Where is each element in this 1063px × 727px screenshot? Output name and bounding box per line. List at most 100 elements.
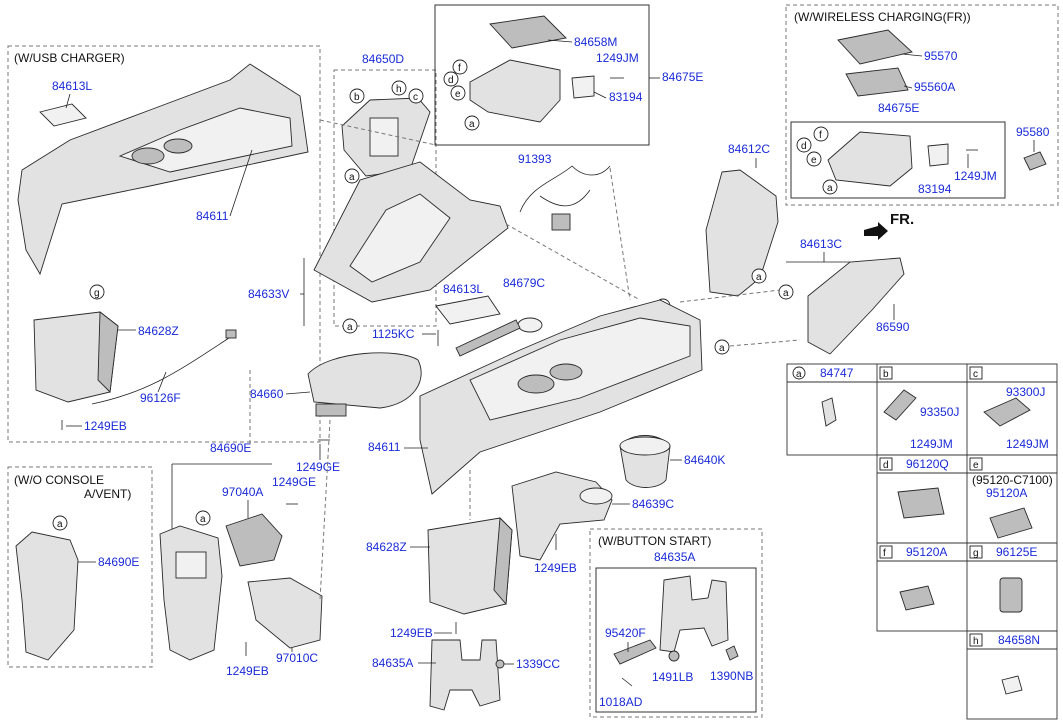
callout-a-wireless: [822, 179, 838, 195]
label-1249EB-usb: 1249EB: [84, 419, 127, 433]
cupholder-usb-2: [163, 138, 193, 154]
callout-a-vent-label: a: [200, 514, 206, 525]
panel-84690E-vent: [159, 525, 223, 661]
legend-c-part-2: 1249JM: [1006, 437, 1049, 451]
legend-h-part-1: 84658N: [998, 633, 1040, 647]
label-84613C: 84613C: [800, 237, 842, 251]
label-84613L-usb: 84613L: [52, 79, 92, 93]
label-84611-main: 84611: [368, 440, 401, 454]
label-84613L-main: 84613L: [443, 282, 483, 296]
legend-g-letter: g: [973, 548, 979, 559]
shift-bezel-84650D-slot: [369, 117, 399, 157]
console-cover-84633V-inner: [349, 193, 451, 283]
label-1249EB-main: 1249EB: [534, 561, 577, 575]
callout-f-wireless-label: f: [819, 130, 822, 141]
legend-e-part-1: (95120-C7100): [972, 473, 1053, 487]
callout-a-main-2-label: a: [719, 343, 725, 354]
legend-table: [786, 363, 1058, 720]
wireless-charging-header: (W/WIRELESS CHARGING(FR)): [794, 10, 971, 24]
lead-84613L-usb: [65, 93, 71, 109]
button-start-header: (W/BUTTON START): [598, 534, 711, 548]
callout-a-tray: [464, 115, 480, 131]
lead-95560A: [903, 85, 913, 89]
legend-b-letter: b: [883, 369, 889, 380]
label-1249GE-main: 1249GE: [296, 460, 340, 474]
button-start-inner-box: [595, 567, 757, 713]
legend-e-badge: [969, 457, 983, 471]
label-84650D: 84650D: [362, 52, 404, 66]
label-1249JM-wireless: 1249JM: [954, 169, 997, 183]
callout-a-84612C-label: a: [756, 272, 762, 283]
label-86590: 86590: [876, 320, 910, 334]
cup-84640K-rim: [619, 436, 671, 456]
legend-a-letter: a: [796, 369, 802, 380]
lead-84611-usb: [229, 149, 253, 217]
callout-a-console-1-label: a: [349, 172, 355, 183]
strip-84679C: [455, 319, 521, 357]
panel-84690E-wo-console: [15, 531, 79, 661]
callout-a-wo-console: [52, 515, 68, 531]
label-1249EB-vent: 1249EB: [226, 664, 269, 678]
cupholder-usb-1: [131, 147, 165, 165]
front-arrow-icon: [864, 222, 888, 240]
callout-e-tray-label: e: [455, 89, 461, 100]
label-84690E-wo-console: 84690E: [98, 555, 139, 569]
callout-a-wireless-label: a: [827, 183, 833, 194]
label-84635A-main: 84635A: [372, 656, 413, 670]
bracket-83194-wireless: [927, 143, 949, 167]
label-84660: 84660: [250, 387, 284, 401]
pad-84613L-usb: [39, 103, 87, 127]
label-95580: 95580: [1016, 125, 1050, 139]
label-91393: 91393: [518, 152, 552, 166]
label-95570: 95570: [924, 49, 958, 63]
callout-c-console: [408, 88, 424, 104]
assembly-line-3: [679, 289, 781, 303]
usb-charger-section: [7, 45, 321, 443]
callout-g-usb-label: g: [94, 288, 100, 299]
button-start-section: [589, 528, 763, 718]
callout-a-tray-label: a: [469, 119, 475, 130]
callout-d-wireless-label: d: [801, 141, 807, 152]
callout-a-84613C-label: a: [783, 288, 789, 299]
label-1125KC: 1125KC: [372, 327, 415, 341]
assembly-line-6: [609, 167, 631, 301]
label-84675E-wireless: 84675E: [878, 101, 919, 115]
charger-95560A: [845, 67, 909, 97]
callout-f-tray-label: f: [458, 63, 461, 74]
duct-97010C: [247, 577, 323, 649]
callout-e-tray: [450, 85, 466, 101]
legend-b-switch: [883, 389, 917, 421]
legend-g-badge: [969, 545, 983, 559]
armrest-84660: [307, 352, 422, 409]
legend-c-badge: [969, 366, 983, 380]
callout-a-84612C: [751, 268, 767, 284]
label-95420F: 95420F: [605, 626, 646, 640]
label-84675E-tray: 84675E: [662, 70, 703, 84]
label-83194-wireless: 83194: [918, 182, 952, 196]
legend-e-letter: e: [973, 460, 979, 471]
nut-1390NB: [725, 645, 739, 661]
callout-a-wo-console-label: a: [57, 519, 63, 530]
bracket-84635A-button: [659, 575, 729, 653]
panel-84612C: [705, 169, 779, 297]
label-84639C: 84639C: [632, 497, 674, 511]
label-84690E-vent: 84690E: [210, 441, 251, 455]
lead-96126F: [157, 371, 167, 393]
plug-95580: [1023, 151, 1047, 171]
bin-84628Z-usb-side: [97, 311, 119, 393]
label-84633V: 84633V: [248, 287, 289, 301]
callout-a-console-2-label: a: [347, 322, 353, 333]
pad-95570: [837, 29, 913, 65]
wireless-inner-box: [790, 121, 1006, 199]
legend-c-part-1: 93300J: [1006, 385, 1045, 399]
tray-84675E-wireless: [827, 131, 913, 187]
panel-84613C: [807, 257, 905, 355]
legend-h-badge: [969, 633, 983, 647]
clip-1491LB: [668, 650, 680, 662]
label-84640K: 84640K: [684, 453, 725, 467]
bracket-83194-tray: [571, 75, 595, 99]
lead-83194-tray: [593, 91, 607, 99]
legend-f-socket: [899, 585, 935, 611]
legend-e-part-2: 95120A: [986, 486, 1027, 500]
